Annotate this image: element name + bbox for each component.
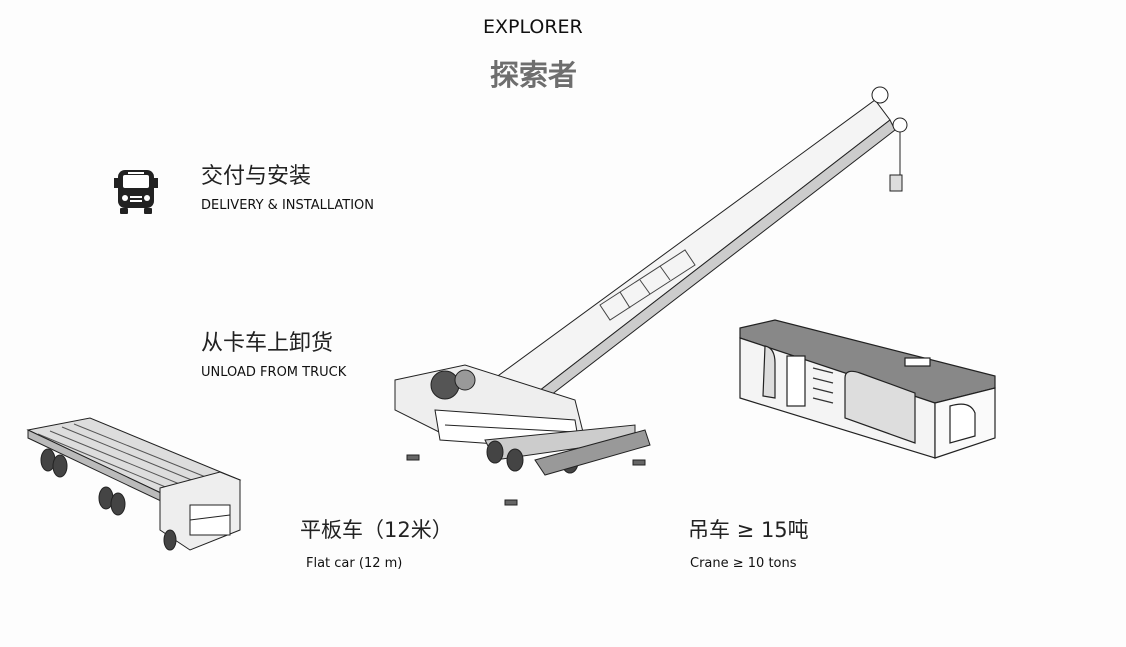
caption-crane-zh: 吊车 ≥ 15吨 bbox=[688, 518, 809, 542]
section-title-zh: 交付与安装 bbox=[201, 164, 312, 189]
caption-flatcar-en: Flat car (12 m) bbox=[306, 556, 403, 571]
page-title-zh: 探索者 bbox=[490, 58, 578, 92]
flatbed-truck-illustration bbox=[26, 417, 242, 551]
section-title-zh: 从卡车上卸货 bbox=[201, 331, 334, 356]
cabin-module-illustration bbox=[739, 319, 996, 459]
caption-flatcar-zh: 平板车（12米） bbox=[300, 518, 453, 542]
caption-crane-en: Crane ≥ 10 tons bbox=[690, 556, 797, 571]
crane-illustration bbox=[394, 86, 908, 506]
section-title-en: DELIVERY & INSTALLATION bbox=[201, 198, 374, 213]
page-title-en: EXPLORER bbox=[483, 16, 583, 38]
bus-icon bbox=[114, 170, 158, 214]
section-title-en: UNLOAD FROM TRUCK bbox=[201, 365, 347, 380]
